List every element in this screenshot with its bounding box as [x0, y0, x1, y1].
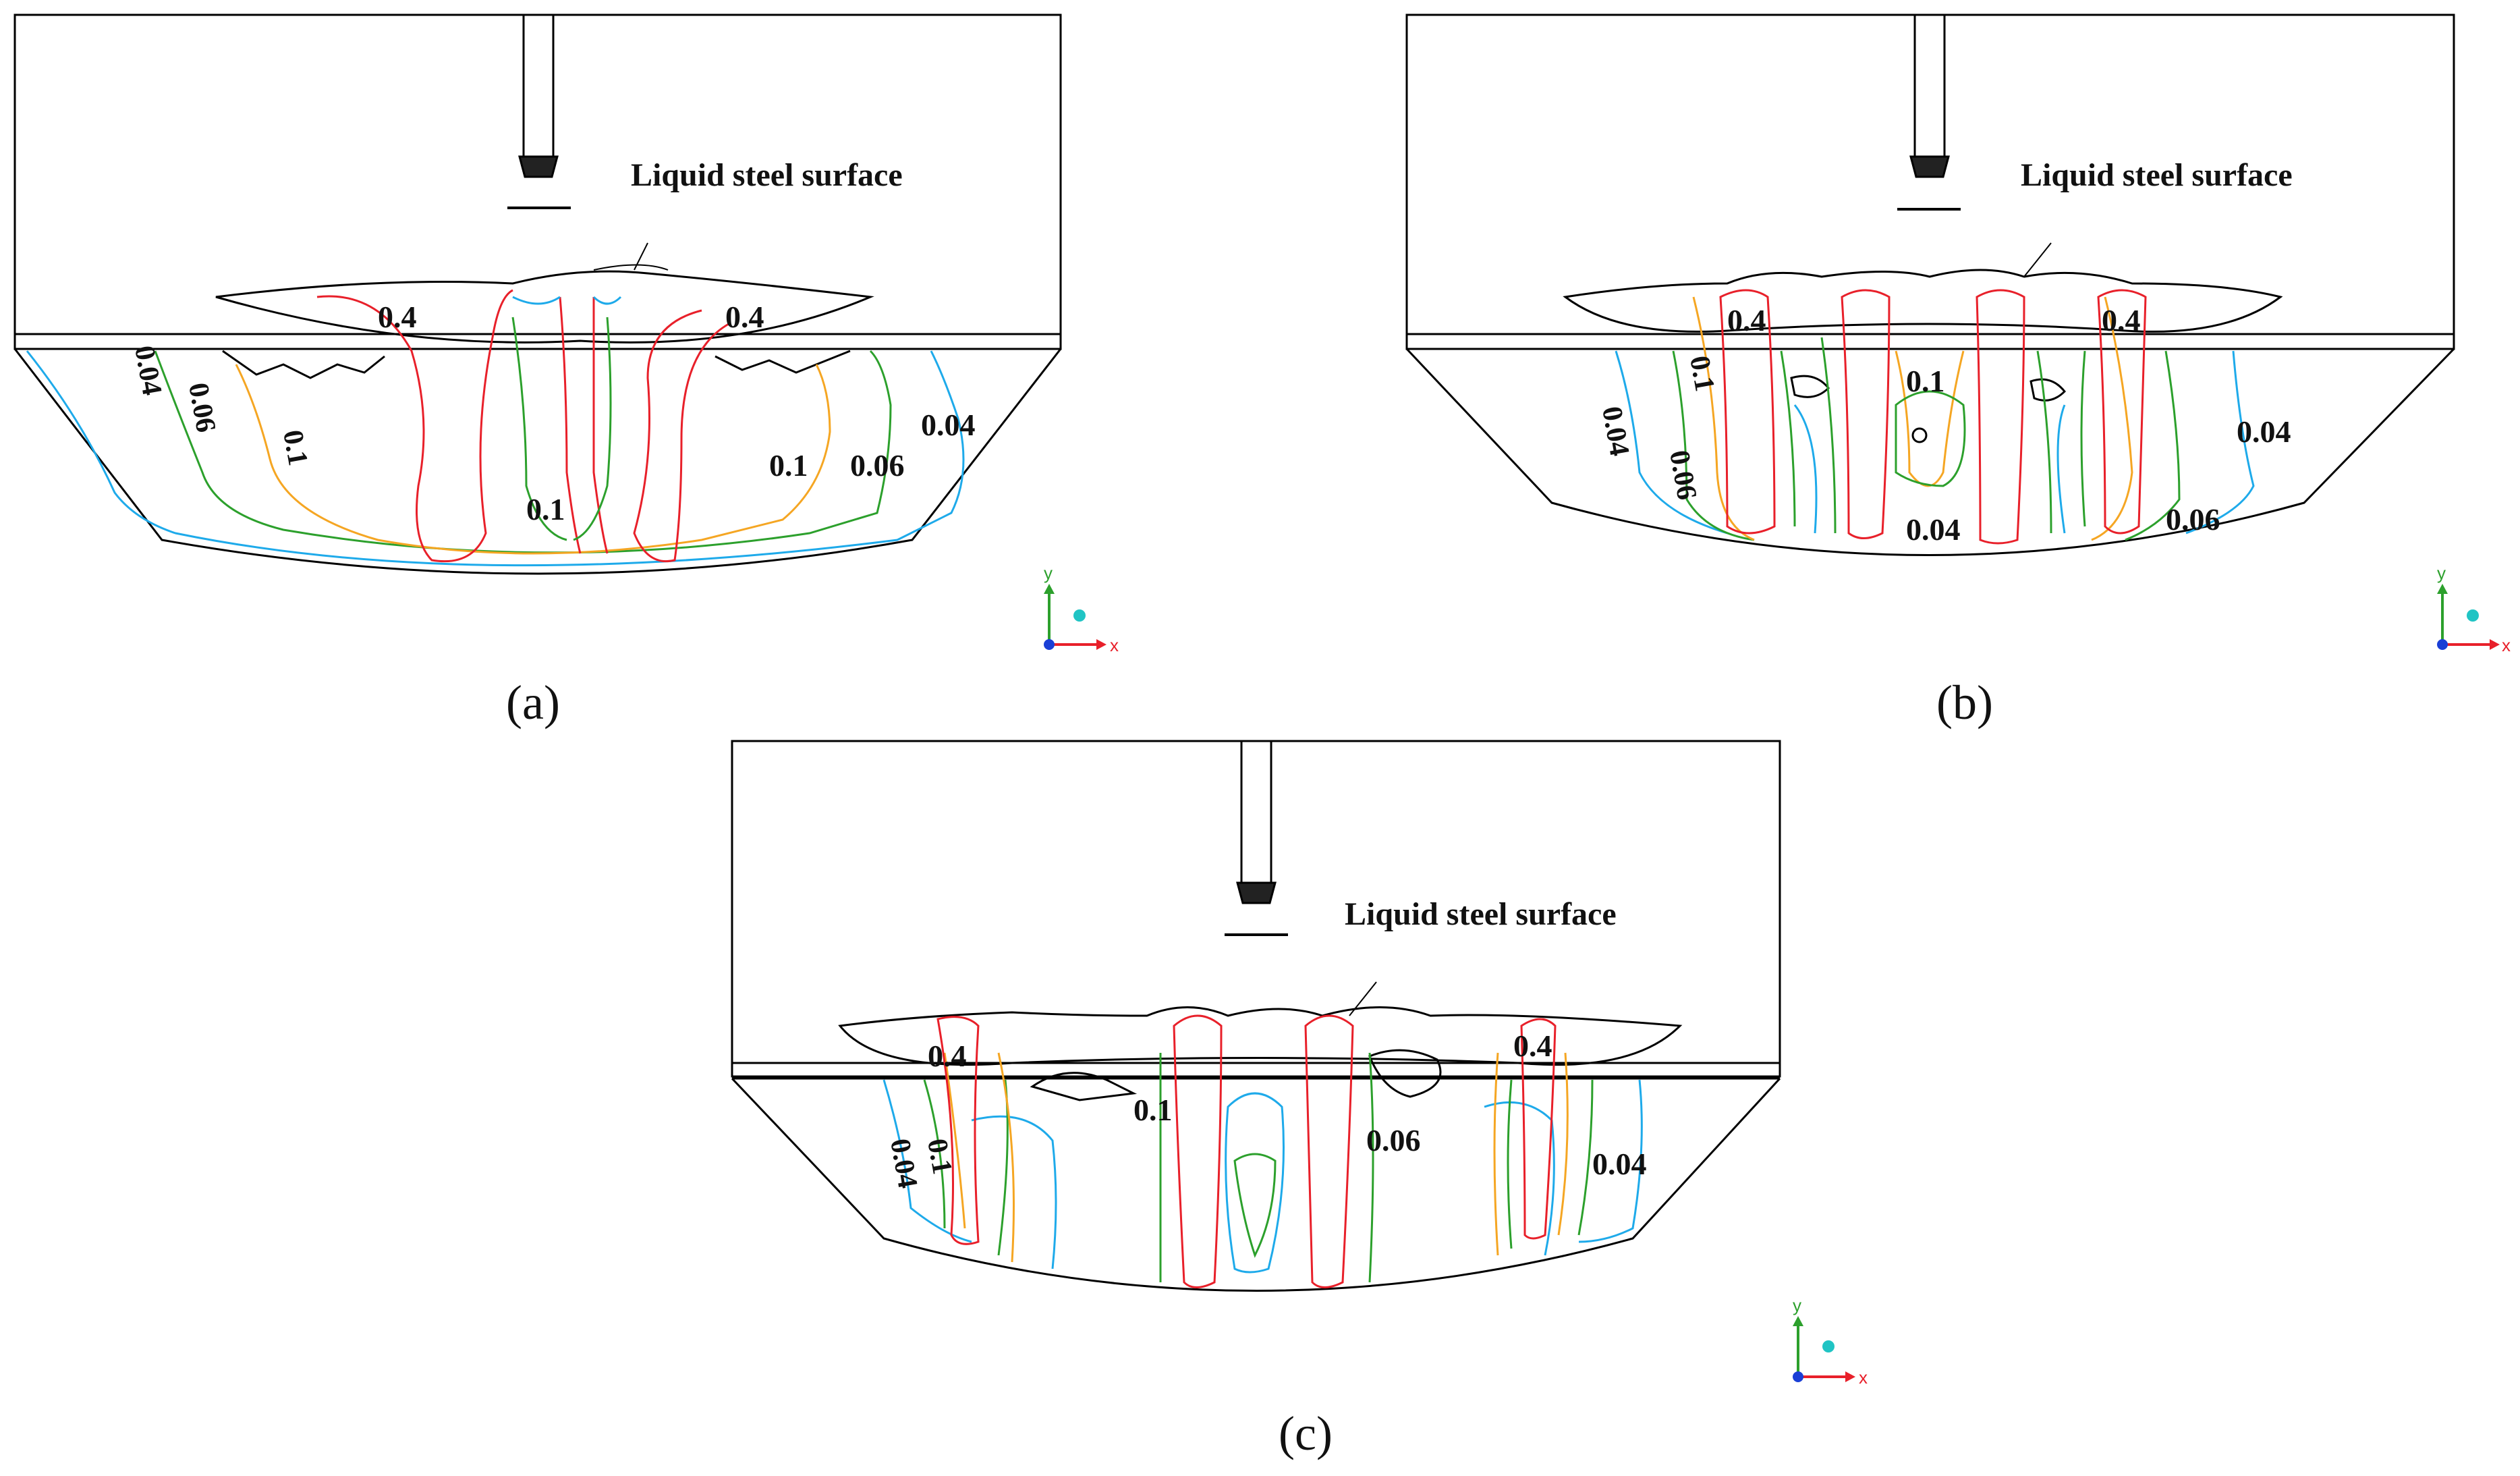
- contour-label: 0.04: [1592, 1147, 1647, 1181]
- panel-caption-a: (a): [506, 676, 560, 730]
- vessel-outline-a: [13, 13, 1062, 575]
- contours-b: [1615, 289, 2255, 545]
- contour-label: 0.4: [1727, 303, 1766, 337]
- contour-label: 0.06: [850, 448, 905, 483]
- axis-y-label: y: [2437, 563, 2446, 583]
- nozzle-a: [507, 13, 571, 209]
- contour-labels-c: 0.4 0.4 0.1 0.1 0.04 0.06 0.04: [884, 1029, 1646, 1191]
- panel-a: 0.4 0.4 0.04 0.06 0.1 0.1 0.1 0.06 0.04 …: [13, 13, 1119, 730]
- panel-caption-c: (c): [1279, 1406, 1333, 1460]
- contour-label: 0.4: [928, 1039, 967, 1073]
- nozzle-c: [1225, 740, 1288, 936]
- contour-label: 0.1: [769, 448, 808, 483]
- contour-label: 0.4: [2102, 303, 2141, 337]
- axis-triad-b: x y: [2437, 563, 2511, 655]
- contour-label: 0.04: [128, 344, 167, 398]
- vessel-outline-b: [1405, 13, 2455, 556]
- contour-labels-a: 0.4 0.4 0.04 0.06 0.1 0.1 0.1 0.06 0.04: [128, 300, 975, 526]
- contour-label: 0.4: [1513, 1029, 1552, 1063]
- contour-label: 0.06: [2166, 502, 2220, 537]
- contour-label: 0.1: [1133, 1093, 1173, 1127]
- contour-label: 0.04: [2237, 414, 2291, 449]
- contour-label: 0.06: [182, 381, 221, 435]
- axis-x-label: x: [1859, 1367, 1868, 1388]
- vessel-outline-c: [731, 740, 1781, 1292]
- contour-label: 0.04: [921, 408, 976, 442]
- contour-label: 0.04: [1906, 512, 1961, 547]
- nozzle-b: [1897, 13, 1961, 211]
- axis-x-label: x: [1110, 635, 1119, 655]
- surface-label-a: Liquid steel surface: [631, 157, 903, 193]
- contour-label: 0.1: [1683, 354, 1720, 394]
- axis-triad-a: x y: [1044, 563, 1119, 655]
- panel-c: 0.4 0.4 0.1 0.1 0.04 0.06 0.04 Liquid st…: [731, 740, 1868, 1460]
- surface-label-b: Liquid steel surface: [2021, 157, 2293, 193]
- contour-label: 0.06: [1663, 448, 1702, 502]
- contours-c: [883, 1014, 1643, 1288]
- surface-outline-c: [838, 981, 1683, 1101]
- panel-caption-b: (b): [1936, 676, 1993, 730]
- panel-b: 0.4 0.4 0.1 0.1 0.04 0.06 0.04 0.04 0.06…: [1405, 13, 2511, 730]
- contour-label: 0.4: [725, 300, 764, 334]
- contour-label: 0.4: [378, 300, 417, 334]
- contour-label: 0.06: [1366, 1123, 1421, 1157]
- surface-label-c: Liquid steel surface: [1345, 896, 1617, 932]
- contour-label: 0.1: [921, 1137, 957, 1177]
- contour-label: 0.04: [1596, 404, 1635, 458]
- contours-a: [26, 289, 965, 567]
- axis-y-label: y: [1793, 1295, 1801, 1315]
- contour-labels-b: 0.4 0.4 0.1 0.1 0.04 0.06 0.04 0.04 0.06: [1596, 303, 2291, 547]
- contour-label: 0.1: [277, 428, 313, 468]
- contour-label: 0.1: [1906, 364, 1945, 398]
- axis-x-label: x: [2502, 635, 2511, 655]
- surface-outline-a: [215, 242, 874, 379]
- axis-triad-c: x y: [1793, 1295, 1868, 1388]
- axis-y-label: y: [1044, 563, 1053, 583]
- surface-outline-b: [1563, 242, 2283, 443]
- contour-label: 0.04: [884, 1137, 923, 1191]
- contour-label: 0.1: [526, 492, 565, 526]
